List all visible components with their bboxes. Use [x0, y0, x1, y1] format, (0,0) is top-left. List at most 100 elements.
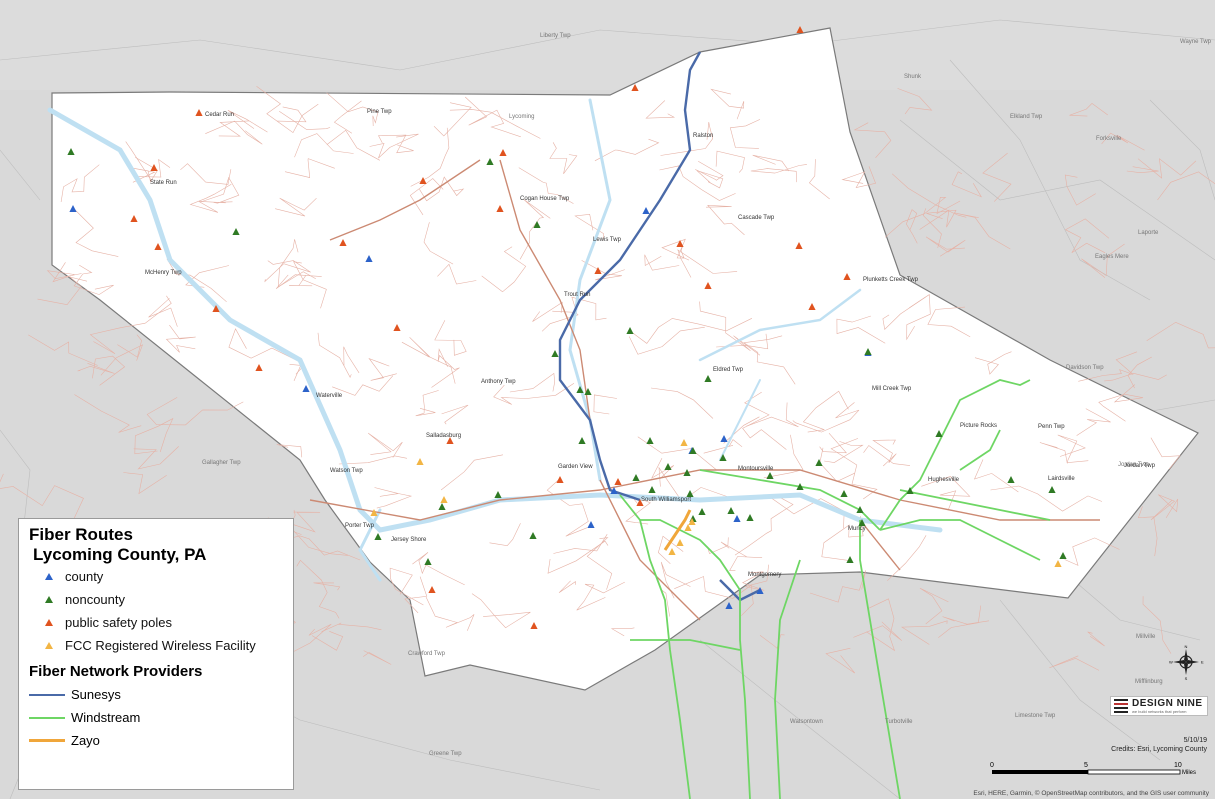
noncounty-point [704, 375, 712, 382]
town-label: Muncy [848, 526, 866, 532]
town-label: Jordan Twp [1118, 462, 1150, 468]
town-label: Hughesville [928, 477, 960, 483]
town-label: Waterville [316, 393, 343, 399]
county-point [302, 385, 310, 392]
noncounty-triangle-icon [45, 596, 53, 603]
town-label: Lairdsville [1048, 476, 1075, 482]
town-label: Davidson Twp [1066, 365, 1104, 371]
noncounty-point [374, 533, 382, 540]
noncounty-point [1007, 476, 1015, 483]
noncounty-point [632, 474, 640, 481]
town-label: South Williamsport [641, 497, 691, 503]
noncounty-point [646, 437, 654, 444]
county-point [733, 515, 741, 522]
public-safety-pole [446, 437, 454, 444]
public-safety-pole [704, 282, 712, 289]
fcc-wireless-facility [684, 524, 692, 531]
legend-item-sunesys: Sunesys [29, 683, 283, 706]
fcc-triangle-icon [45, 642, 53, 649]
public-safety-pole [796, 26, 804, 33]
public-safety-pole [255, 364, 263, 371]
windstream-line-icon [29, 716, 65, 719]
public-safety-pole [150, 164, 158, 171]
scale-tick-5: 5 [1084, 762, 1088, 769]
town-label: Watson Twp [330, 468, 363, 474]
county-points [69, 205, 872, 609]
compass-w: W [1169, 660, 1173, 665]
noncounty-point [232, 228, 240, 235]
town-label: Anthony Twp [481, 379, 516, 385]
county-point [725, 602, 733, 609]
noncounty-point [683, 469, 691, 476]
compass-n: N [1185, 644, 1188, 649]
north-arrow-icon: N S W E [1169, 644, 1204, 680]
scale-bar: 0 5 10 Miles [990, 762, 1196, 776]
town-label: Turbotville [885, 719, 913, 725]
town-label: Eagles Mere [1095, 254, 1129, 260]
public-safety-pole [614, 478, 622, 485]
county-point [610, 487, 618, 494]
legend-providers-title: Fiber Network Providers [29, 663, 203, 680]
sunesys-route [558, 51, 702, 502]
design-nine-mark-icon [1114, 699, 1128, 713]
town-label: Watsontown [790, 719, 823, 725]
scale-tick-10: 10 [1174, 762, 1182, 769]
town-label: Jersey Shore [391, 537, 427, 543]
town-label: Picture Rocks [960, 423, 997, 429]
fcc-wireless-facilities [370, 439, 1062, 567]
noncounty-point [746, 514, 754, 521]
map-date: 5/10/19 [1183, 737, 1207, 744]
town-label: Wayne Twp [1180, 39, 1212, 45]
public-safety-pole [530, 622, 538, 629]
public-safety-pole [594, 267, 602, 274]
noncounty-point [689, 447, 697, 454]
town-label: Porter Twp [345, 523, 375, 529]
noncounty-point [864, 348, 872, 355]
noncounty-point [67, 148, 75, 155]
noncounty-point [766, 472, 774, 479]
legend-item-county: county [29, 565, 283, 588]
windstream-routes [619, 379, 1051, 799]
map-credits: Credits: Esri, Lycoming County [1111, 746, 1207, 753]
noncounty-point [719, 454, 727, 461]
town-label: Cascade Twp [738, 215, 775, 221]
noncounty-point [935, 430, 943, 437]
fcc-wireless-facility [440, 496, 448, 503]
noncounty-point [424, 558, 432, 565]
noncounty-point [494, 491, 502, 498]
county-point [642, 207, 650, 214]
town-label: Mill Creek Twp [872, 386, 912, 392]
noncounty-point [698, 508, 706, 515]
county-point [587, 521, 595, 528]
fcc-wireless-facility [1054, 560, 1062, 567]
scale-unit: Miles [1182, 770, 1196, 776]
noncounty-point [438, 503, 446, 510]
town-label: Greene Twp [429, 751, 462, 757]
noncounty-point [727, 507, 735, 514]
town-label: Mifflinburg [1135, 679, 1163, 685]
town-label: Shunk [904, 74, 922, 80]
town-label: Montgomery [748, 572, 781, 578]
public-safety-pole [419, 177, 427, 184]
county-point [756, 587, 764, 594]
scale-tick-0: 0 [990, 762, 994, 769]
noncounty-point [1059, 552, 1067, 559]
noncounty-point [1048, 486, 1056, 493]
county-point [69, 205, 77, 212]
town-label: Trout Run [564, 292, 590, 298]
neighbor-region [0, 0, 1215, 90]
noncounty-point [486, 158, 494, 165]
public-safety-pole [393, 324, 401, 331]
noncounty-point [856, 506, 864, 513]
town-label: Forksville [1096, 136, 1122, 142]
public-safety-pole [843, 273, 851, 280]
fcc-wireless-facility [416, 458, 424, 465]
town-label: Lewis Twp [593, 237, 622, 243]
town-label: Pine Twp [367, 109, 392, 115]
town-label: Montoursville [738, 466, 774, 472]
town-label: Millville [1136, 634, 1156, 640]
noncounty-point [846, 556, 854, 563]
pole-triangle-icon [45, 619, 53, 626]
legend-item-public-safety-poles: public safety poles [29, 611, 283, 634]
town-label: Plunketts Creek Twp [863, 277, 919, 283]
